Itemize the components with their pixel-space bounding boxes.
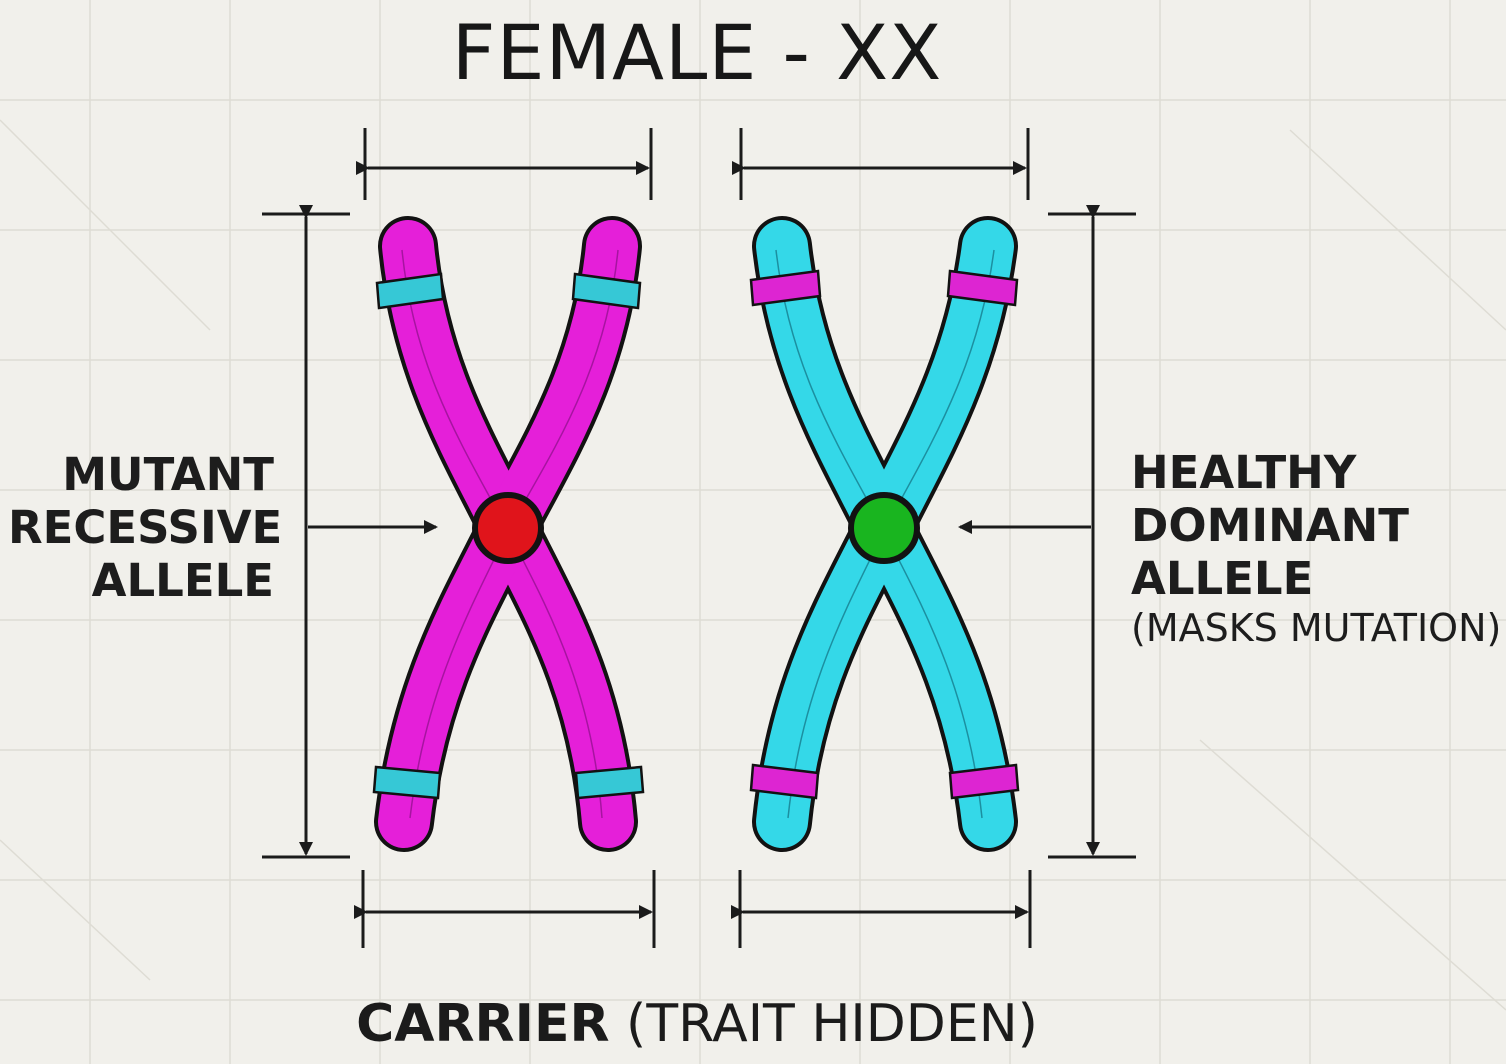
label-line: HEALTHY xyxy=(1131,446,1501,499)
bottom-dimension-lines xyxy=(363,870,1030,948)
label-line: MUTANT xyxy=(8,448,274,501)
healthy-dominant-allele-label: HEALTHY DOMINANT ALLELE (MASKS MUTATION) xyxy=(1131,446,1501,651)
caption-normal: (TRAIT HIDDEN) xyxy=(626,994,1038,1054)
label-line: ALLELE xyxy=(1131,552,1501,605)
mutant-allele-dot xyxy=(475,495,541,561)
mutant-x-chromosome xyxy=(374,246,643,822)
label-line: ALLELE xyxy=(8,554,274,607)
label-line: DOMINANT xyxy=(1131,499,1501,552)
caption-bold: CARRIER xyxy=(356,994,609,1054)
top-dimension-lines xyxy=(365,128,1028,200)
masks-mutation-note: (MASKS MUTATION) xyxy=(1131,605,1501,651)
label-line: RECESSIVE xyxy=(8,501,274,554)
healthy-x-chromosome xyxy=(751,246,1018,822)
mutant-recessive-allele-label: MUTANT RECESSIVE ALLELE xyxy=(8,448,274,607)
carrier-caption: CARRIER (TRAIT HIDDEN) xyxy=(0,994,1394,1054)
healthy-allele-dot xyxy=(851,495,917,561)
